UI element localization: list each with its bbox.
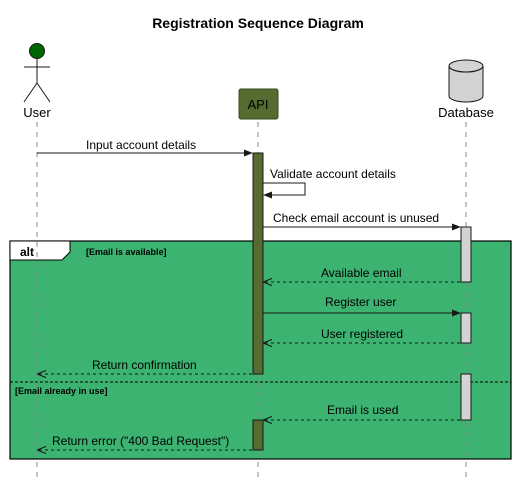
database-icon xyxy=(448,59,484,103)
database-activation-bar-2 xyxy=(460,312,472,344)
alt-guard-1: [Email is available] xyxy=(86,247,167,257)
user-participant-label: User xyxy=(23,105,51,120)
alt-fragment-tab xyxy=(9,240,71,261)
alt-guard-2: [Email already in use] xyxy=(15,386,108,396)
database-activation-bar-1 xyxy=(460,226,472,283)
api-participant-box xyxy=(238,88,279,120)
database-activation-bar-3 xyxy=(460,373,472,421)
message-label-available-email: Available email xyxy=(321,266,402,280)
database-participant-label: Database xyxy=(438,105,494,120)
message-label-validate-account-details: Validate account details xyxy=(270,167,396,181)
message-label-return-error: Return error ("400 Bad Request") xyxy=(52,434,229,448)
message-label-return-confirmation: Return confirmation xyxy=(92,358,197,372)
diagram-title: Registration Sequence Diagram xyxy=(152,15,364,31)
message-arrow-validate-account-details xyxy=(263,182,306,199)
user-actor-icon xyxy=(23,43,51,103)
api-activation-bar-2 xyxy=(252,419,264,451)
message-label-register-user: Register user xyxy=(325,295,396,309)
api-activation-bar xyxy=(252,152,264,375)
message-label-check-email: Check email account is unused xyxy=(273,211,439,225)
message-label-input-account-details: Input account details xyxy=(86,138,196,152)
message-label-email-is-used: Email is used xyxy=(327,403,398,417)
api-participant-label: API xyxy=(248,97,269,112)
message-label-user-registered: User registered xyxy=(321,327,403,341)
alt-operator: alt xyxy=(20,245,34,259)
